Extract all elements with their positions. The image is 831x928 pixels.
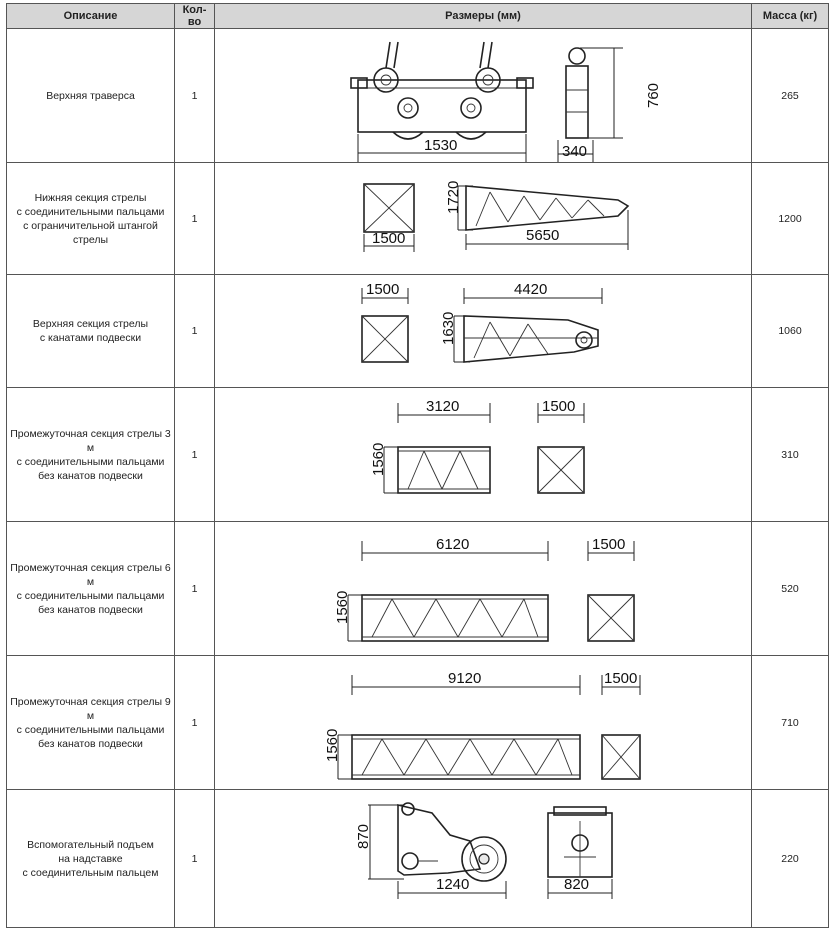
description-line: с соединительными пальцами: [16, 205, 165, 218]
dimension-label: 820: [564, 876, 589, 893]
dimension-label: 6120: [436, 536, 469, 553]
row-quantity: 1: [174, 162, 215, 275]
description-line: с соединительными пальцами: [16, 455, 165, 468]
section-6m-drawing: 6120 1560: [334, 536, 635, 642]
row-mass: 710: [751, 655, 829, 790]
dimension-label: 1500: [542, 398, 575, 415]
dimension-label: 1530: [424, 137, 457, 154]
row-mass: 310: [751, 387, 829, 522]
lower-boom-drawing: 1500 1720: [363, 180, 630, 252]
description-line: без канатов подвески: [38, 737, 143, 750]
dimension-label: 1560: [334, 590, 351, 623]
row-description: Вспомогательный подъем на надставке с со…: [6, 789, 175, 928]
row-mass: 220: [751, 789, 829, 928]
row-description: Верхняя траверса: [6, 28, 175, 163]
upper-boom-drawing: 1500 4420: [361, 281, 603, 363]
dimension-label: 1500: [372, 230, 405, 247]
section-9m-drawing: 9120 1560: [324, 670, 641, 780]
dimension-label: 5650: [526, 227, 559, 244]
description-line: Верхняя секция стрелы: [32, 318, 149, 330]
description-line: с соединительными пальцами: [16, 589, 165, 602]
row-quantity: 1: [174, 387, 215, 522]
row-mass: 1060: [751, 274, 829, 388]
table-row: Промежуточная секция стрелы 9 м с соедин…: [6, 655, 829, 790]
row-quantity: 1: [174, 789, 215, 928]
dimension-label: 1560: [324, 728, 341, 761]
row-description: Верхняя секция стрелы с канатами подвеск…: [6, 274, 175, 388]
row-quantity: 1: [174, 274, 215, 388]
description-line: Промежуточная секция стрелы 6 м: [10, 561, 171, 588]
dimension-label: 3120: [426, 398, 459, 415]
description-line: Промежуточная секция стрелы 3 м: [10, 427, 171, 454]
row-mass: 1200: [751, 162, 829, 275]
dimension-label: 1500: [592, 536, 625, 553]
dimension-label: 1720: [445, 180, 462, 213]
header-row: Описание Кол-во Размеры (мм) Масса (кг): [6, 3, 829, 29]
row-mass: 265: [751, 28, 829, 163]
section-3m-drawing: 3120 1560 1500: [370, 398, 585, 494]
table-row: Промежуточная секция стрелы 6 м с соедин…: [6, 521, 829, 656]
dimension-label: 9120: [448, 670, 481, 687]
row-quantity: 1: [174, 521, 215, 656]
dimension-label: 340: [562, 143, 587, 160]
row-quantity: 1: [174, 28, 215, 163]
header-quantity: Кол-во: [174, 3, 215, 29]
dimension-label: 1560: [370, 442, 387, 475]
table-row: Нижняя секция стрелы с соединительными п…: [6, 162, 829, 275]
description-line: с соединительным пальцем: [22, 866, 159, 879]
description-line: на надставке: [58, 852, 123, 865]
dimension-label: 1500: [366, 281, 399, 298]
upper-traverse-drawing: 1530 760 340: [350, 41, 662, 162]
row-drawing: 1500 1720: [214, 162, 752, 275]
description-line: Верхняя траверса: [46, 89, 135, 102]
dimension-label: 870: [355, 823, 372, 848]
description-line: с канатами подвески: [39, 332, 142, 344]
dimension-label: 1500: [604, 670, 637, 687]
dimension-label: 1240: [436, 876, 469, 893]
dimension-label: 4420: [514, 281, 547, 298]
table-row: Промежуточная секция стрелы 3 м с соедин…: [6, 387, 829, 522]
dimension-label: 760: [645, 82, 662, 107]
dimension-label: 1630: [440, 311, 457, 344]
row-quantity: 1: [174, 655, 215, 790]
description-line: Нижняя секция стрелы: [34, 191, 147, 204]
components-table: Описание Кол-во Размеры (мм) Масса (кг) …: [6, 3, 829, 928]
description-line: Вспомогательный подъем: [27, 838, 154, 851]
description-line: без канатов подвески: [38, 469, 143, 482]
header-mass: Масса (кг): [751, 3, 829, 29]
header-dimensions: Размеры (мм): [214, 3, 752, 29]
header-description: Описание: [6, 3, 175, 29]
description-line: без канатов подвески: [38, 603, 143, 616]
row-drawing: 3120 1560 1500: [214, 387, 752, 522]
row-description: Промежуточная секция стрелы 9 м с соедин…: [6, 655, 175, 790]
row-description: Нижняя секция стрелы с соединительными п…: [6, 162, 175, 275]
table-row: Верхняя траверса 1: [6, 28, 829, 163]
row-description: Промежуточная секция стрелы 6 м с соедин…: [6, 521, 175, 656]
row-drawing: 6120 1560: [214, 521, 752, 656]
description-line: с соединительными пальцами: [16, 723, 165, 736]
description-line: с ограничительной штангой стрелы: [23, 219, 158, 246]
description-line: Промежуточная секция стрелы 9 м: [10, 695, 171, 722]
row-mass: 520: [751, 521, 829, 656]
row-drawing: 1500 4420: [214, 274, 752, 388]
table-row: Вспомогательный подъем на надставке с со…: [6, 789, 829, 928]
auxiliary-hoist-drawing: 870 1240: [355, 801, 613, 899]
table-row: Верхняя секция стрелы с канатами подвеск…: [6, 274, 829, 388]
row-drawing: 870 1240: [214, 789, 752, 928]
row-drawing: 9120 1560: [214, 655, 752, 790]
row-drawing: 1530 760 340: [214, 28, 752, 163]
row-description: Промежуточная секция стрелы 3 м с соедин…: [6, 387, 175, 522]
